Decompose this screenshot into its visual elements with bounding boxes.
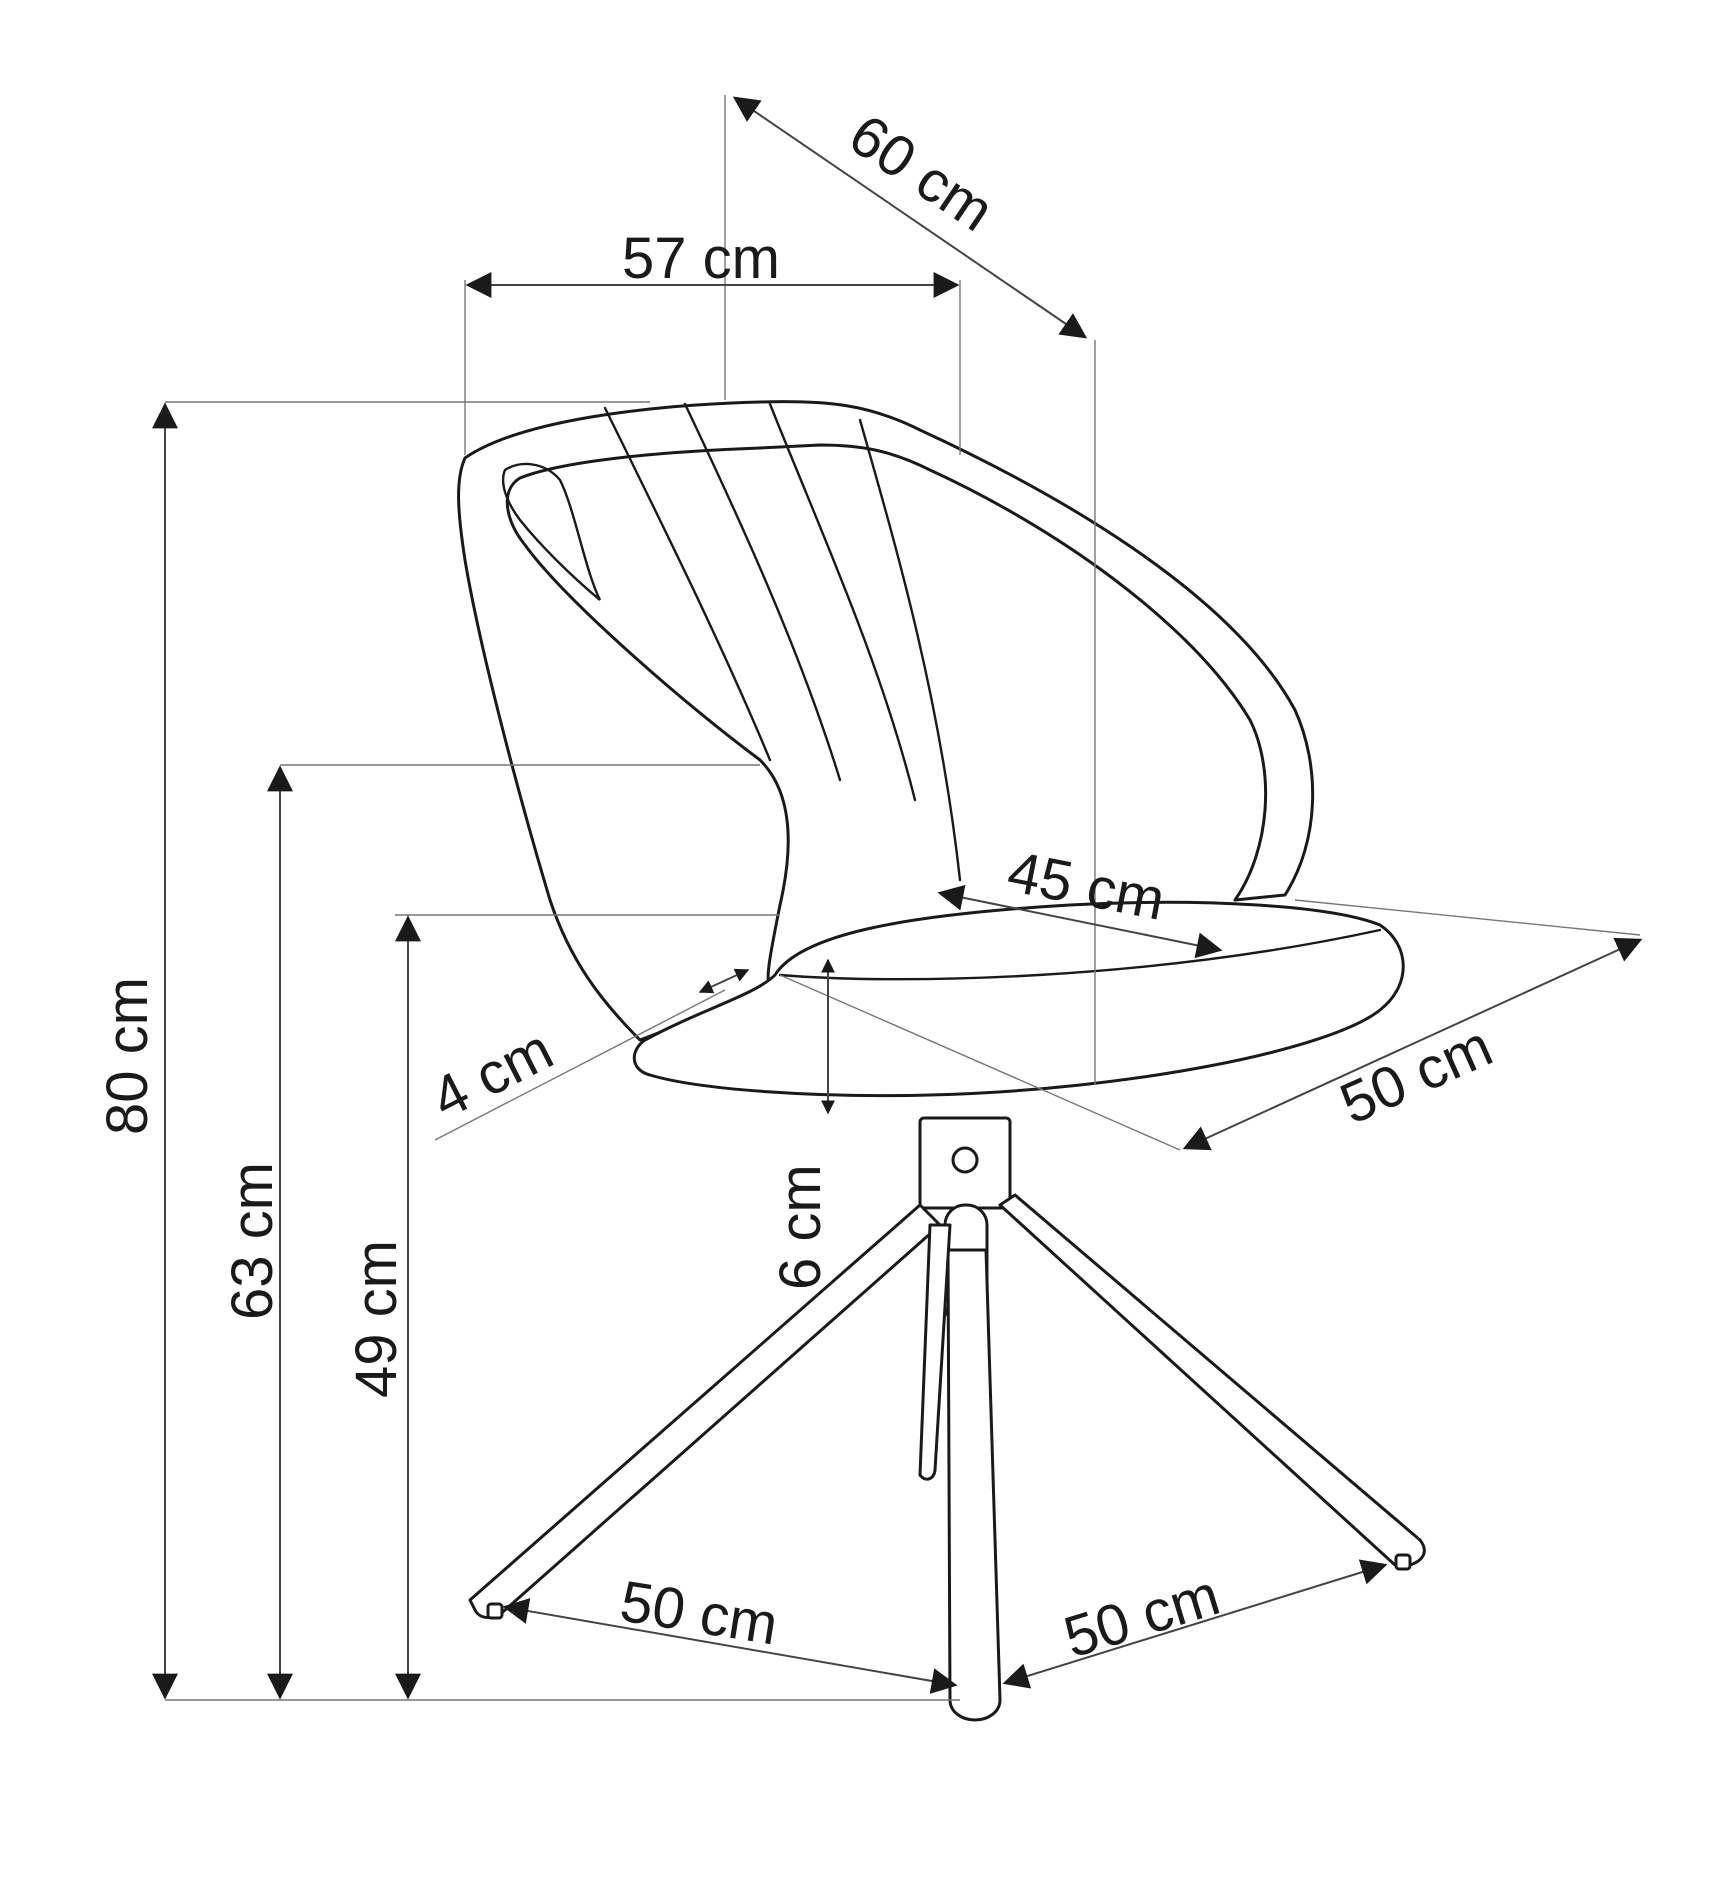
label-base-right: 50 cm bbox=[1057, 1562, 1227, 1670]
dim-line-base-right bbox=[1002, 1559, 1388, 1689]
back-channel-line-3 bbox=[768, 402, 917, 802]
back-channel-line-1 bbox=[603, 406, 772, 762]
label-height-seat: 49 cm bbox=[344, 1240, 409, 1398]
extension-lines bbox=[165, 95, 1641, 1701]
back-channel-line-2 bbox=[683, 402, 842, 782]
chair-drawing bbox=[457, 400, 1426, 1722]
back-channel-line-4 bbox=[858, 418, 962, 882]
chair-back-opening bbox=[501, 462, 602, 601]
label-height-total: 80 cm bbox=[95, 977, 160, 1135]
leg-front-left bbox=[468, 1203, 942, 1619]
label-seat-width: 50 cm bbox=[1331, 1013, 1502, 1137]
swivel-bolt bbox=[951, 1146, 979, 1174]
dim-line-50-seat bbox=[1182, 937, 1643, 1151]
dimension-lines bbox=[152, 96, 1643, 1700]
chair-back-shell bbox=[457, 400, 1315, 1042]
dim-line-45 bbox=[937, 884, 1223, 959]
dim-line-60 bbox=[732, 96, 1088, 339]
label-depth-top: 60 cm bbox=[838, 102, 1005, 244]
label-height-armrest: 63 cm bbox=[220, 1162, 285, 1320]
leg-glide-right bbox=[1394, 1553, 1412, 1571]
leg-front-center bbox=[946, 1248, 1002, 1722]
leg-glide-left bbox=[486, 1602, 504, 1620]
label-base-left: 50 cm bbox=[616, 1569, 782, 1658]
dim-line-4 bbox=[698, 968, 750, 994]
label-seat-thickness: 6 cm bbox=[768, 1164, 833, 1290]
leg-front-right bbox=[998, 1193, 1426, 1567]
label-shell-thickness: 4 cm bbox=[421, 1017, 562, 1132]
label-width-top: 57 cm bbox=[622, 226, 780, 291]
dim-line-base-left bbox=[502, 1598, 958, 1694]
leg-back bbox=[918, 1223, 952, 1481]
